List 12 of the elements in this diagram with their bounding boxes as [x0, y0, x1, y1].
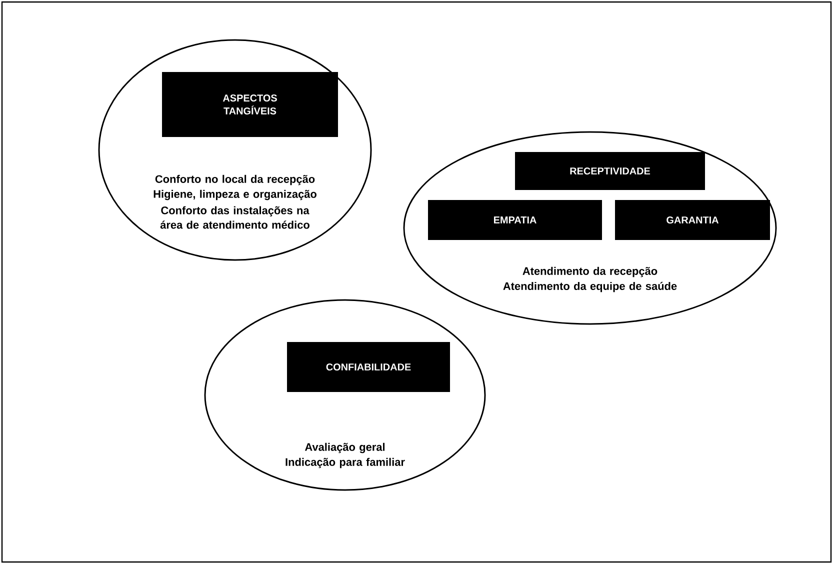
label-box: RECEPTIVIDADE	[515, 152, 705, 190]
item-text: Atendimento da equipe de saúde	[503, 282, 677, 292]
label-box: EMPATIA	[428, 200, 602, 240]
item-text: Avaliação geral	[304, 442, 385, 454]
label-box: ASPECTOS TANGÍVEIS	[162, 72, 338, 137]
item-text: Atendimento da recepção	[522, 266, 658, 278]
item-text: Indicação para familiar	[286, 458, 405, 468]
label-box: CONFIABILIDADE	[287, 342, 450, 392]
item-text: Higiene, limpeza e organização	[154, 190, 316, 200]
label-box: GARANTIA	[615, 200, 770, 240]
item-text: Conforto das instalações na área de atendimento médico	[160, 206, 310, 229]
item-text: Conforto no local da recepção	[155, 174, 315, 186]
